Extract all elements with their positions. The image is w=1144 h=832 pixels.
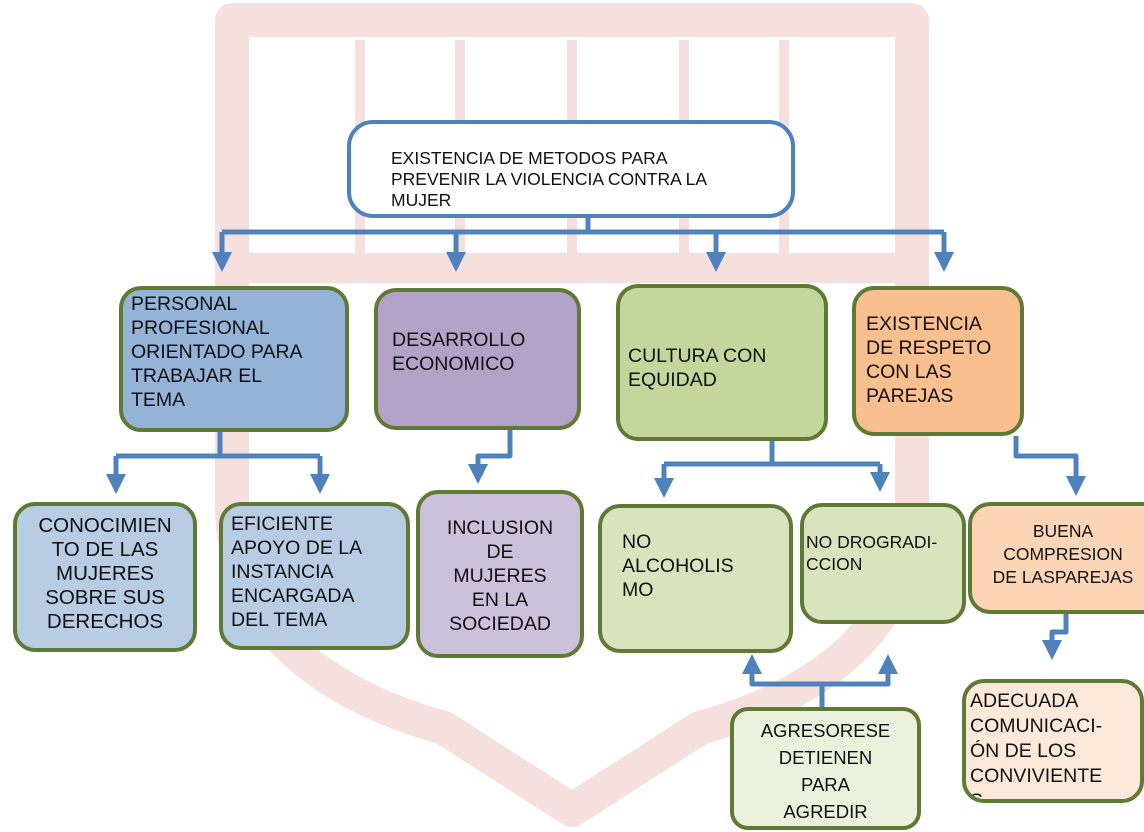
root-node: EXISTENCIA DE METODOS PARA PREVENIR LA V… [347,120,795,218]
node-eficiente-apoyo: EFICIENTE APOYO DE LA INSTANCIA ENCARGAD… [219,502,410,650]
node-buena-compresion: BUENA COMPRESION DE LASPAREJAS [968,502,1144,614]
node-personal-profesional-label: PERSONAL PROFESIONAL ORIENTADO PARA TRAB… [131,293,303,411]
node-no-alcoholismo-label: NO ALCOHOLIS MO [622,531,734,601]
node-existencia-respeto-label: EXISTENCIA DE RESPETO CON LAS PAREJAS [866,313,992,407]
node-no-drogradiccion-label: NO DROGRADI- CCION [806,532,938,574]
node-personal-profesional: PERSONAL PROFESIONAL ORIENTADO PARA TRAB… [119,286,349,432]
node-desarrollo-economico: DESARROLLO ECONOMICO [374,288,581,430]
node-conocimiento-mujeres: CONOCIMIEN TO DE LAS MUJERES SOBRE SUS D… [13,502,197,652]
node-adecuada-comunicacion-label: ADECUADA COMUNICACI- ÓN DE LOS CONVIVIEN… [970,690,1103,803]
node-no-drogradiccion: NO DROGRADI- CCION [800,503,966,624]
node-buena-compresion-label: BUENA COMPRESION DE LASPAREJAS [992,521,1134,587]
node-conocimiento-mujeres-label: CONOCIMIEN TO DE LAS MUJERES SOBRE SUS D… [38,514,172,633]
arrow-agresores-to-no-drogradiccion [822,654,898,687]
arrow-to-adecuada-comunicacion [1042,612,1069,660]
arrow-to-buena-compresion [1013,436,1086,496]
node-no-alcoholismo: NO ALCOHOLIS MO [598,504,793,653]
node-eficiente-apoyo-label: EFICIENTE APOYO DE LA INSTANCIA ENCARGAD… [231,513,363,631]
node-agresores-detienen-label: AGRESORESE DETIENEN PARA AGREDIR [760,720,891,822]
node-cultura-con-equidad-label: CULTURA CON EQUIDAD [628,345,767,391]
node-agresores-detienen: AGRESORESE DETIENEN PARA AGREDIR [730,707,921,830]
node-cultura-con-equidad: CULTURA CON EQUIDAD [616,284,828,441]
node-desarrollo-economico-label: DESARROLLO ECONOMICO [392,329,526,375]
arrow-to-inclusion-mujeres [468,430,513,484]
node-existencia-respeto: EXISTENCIA DE RESPETO CON LAS PAREJAS [852,286,1024,436]
node-adecuada-comunicacion: ADECUADA COMUNICACI- ÓN DE LOS CONVIVIEN… [962,679,1144,803]
node-inclusion-mujeres: INCLUSION DE MUJERES EN LA SOCIEDAD [416,490,584,658]
arrow-agresores-to-no-alcoholismo [742,654,822,687]
root-node-label: EXISTENCIA DE METODOS PARA PREVENIR LA V… [391,148,708,210]
node-inclusion-mujeres-label: INCLUSION DE MUJERES EN LA SOCIEDAD [446,517,554,635]
